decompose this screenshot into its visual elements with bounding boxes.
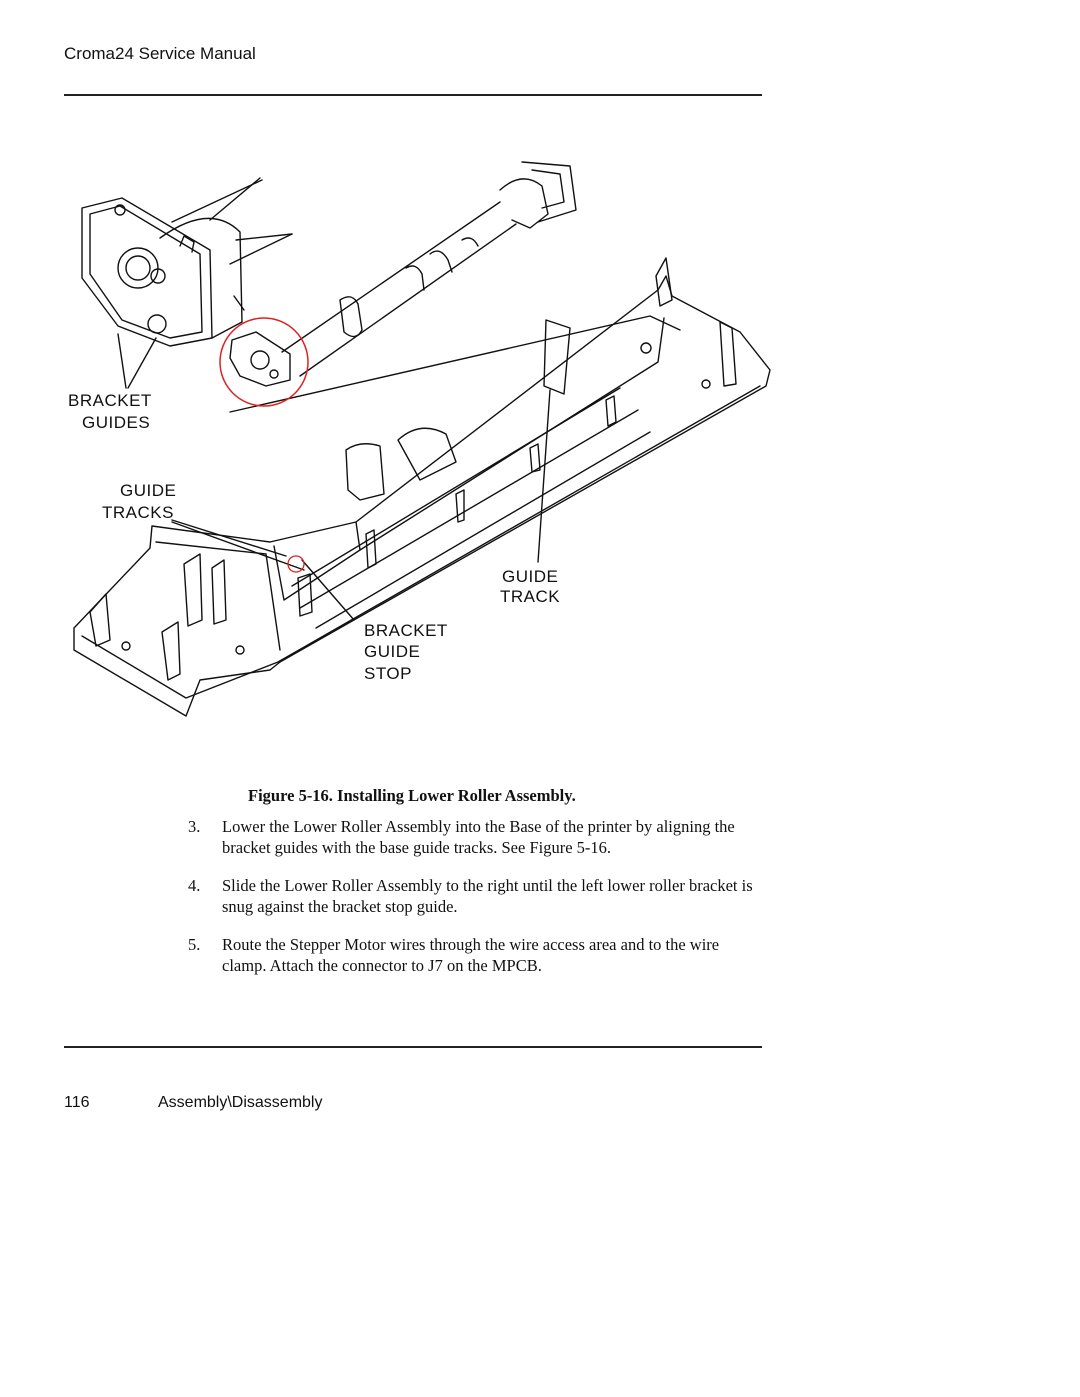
page-number: 116 — [64, 1094, 90, 1111]
printer-base-drawing — [73, 257, 771, 717]
figure-illustration: BRACKET GUIDES GUIDE TRACKS GUIDE TRACK … — [60, 150, 780, 730]
figure-caption: Figure 5-16. Installing Lower Roller Ass… — [248, 786, 576, 805]
step-text: Slide the Lower Roller Assembly to the r… — [222, 876, 753, 916]
step-number: 4. — [188, 876, 201, 895]
step-number: 5. — [188, 935, 201, 954]
label-guide-tracks-1: GUIDE — [120, 481, 176, 500]
highlight-circle-track — [287, 555, 305, 573]
header-title: Croma24 Service Manual — [64, 44, 256, 63]
step-item: 4. Slide the Lower Roller Assembly to th… — [188, 875, 753, 917]
label-bracket-stop-1: BRACKET — [364, 621, 448, 640]
bracket-detail-drawing — [81, 177, 293, 347]
label-bracket-stop-2: GUIDE — [364, 642, 420, 661]
step-item: 5. Route the Stepper Motor wires through… — [188, 934, 753, 976]
instruction-steps: 3. Lower the Lower Roller Assembly into … — [188, 816, 753, 993]
section-name: Assembly\Disassembly — [158, 1094, 323, 1111]
roller-shaft-drawing — [281, 161, 577, 377]
callout-leaders — [117, 295, 551, 621]
highlight-circle-bracket — [219, 317, 309, 407]
label-bracket-guides-2: GUIDES — [82, 413, 150, 432]
footer-rule — [64, 1046, 762, 1048]
label-guide-tracks-2: TRACKS — [102, 503, 174, 522]
step-text: Route the Stepper Motor wires through th… — [222, 935, 720, 975]
label-guide-track-2: TRACK — [500, 587, 560, 606]
header-rule — [64, 94, 762, 96]
small-bracket-drawing — [229, 331, 291, 387]
label-bracket-guides-1: BRACKET — [68, 391, 152, 410]
label-guide-track-1: GUIDE — [502, 567, 558, 586]
step-item: 3. Lower the Lower Roller Assembly into … — [188, 816, 753, 858]
step-number: 3. — [188, 817, 201, 836]
step-text: Lower the Lower Roller Assembly into the… — [222, 817, 735, 857]
label-bracket-stop-3: STOP — [364, 664, 412, 683]
roller-assembly-diagram: BRACKET GUIDES GUIDE TRACKS GUIDE TRACK … — [68, 161, 771, 717]
